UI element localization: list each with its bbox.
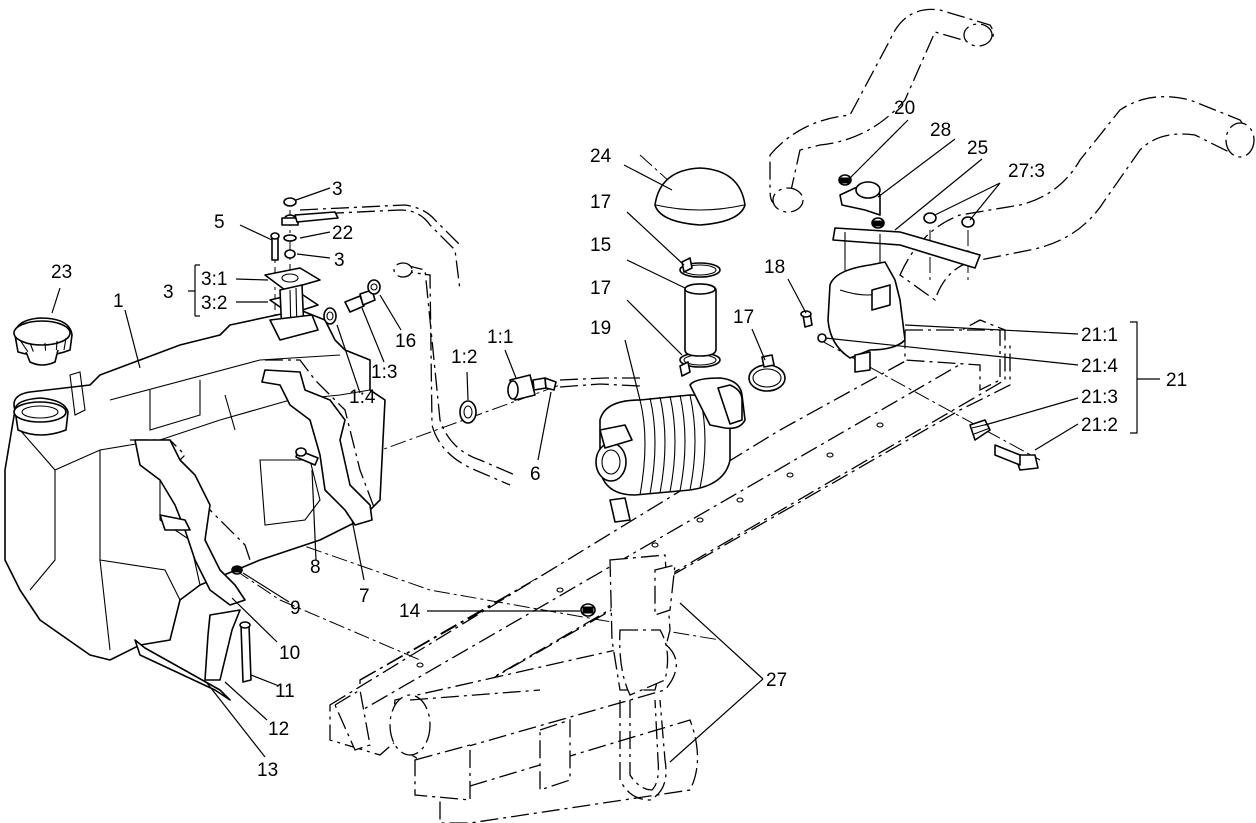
callout-27: 27	[766, 670, 787, 691]
callout-22: 22	[332, 223, 353, 244]
callout-21: 21	[1166, 370, 1187, 391]
callout-8: 8	[310, 557, 321, 578]
callout-23: 23	[51, 262, 72, 283]
callout-1-4: 1:4	[349, 387, 376, 408]
callout-6: 6	[530, 464, 541, 485]
bracket-21-2	[969, 419, 1039, 471]
callout-9: 9	[290, 598, 301, 619]
frame-holes	[416, 422, 884, 668]
callout-10: 10	[279, 643, 300, 664]
callout-3-2: 3:2	[201, 293, 227, 314]
air-cleaner-mount	[827, 261, 906, 373]
frame-rails	[329, 319, 1011, 823]
nut-14	[580, 603, 596, 617]
intake-tube	[684, 283, 717, 357]
nut-9	[231, 565, 243, 575]
leader-lines	[51, 119, 1160, 763]
callout-12: 12	[268, 719, 289, 740]
mount-plate	[832, 227, 981, 269]
tank-strap	[134, 439, 246, 606]
callout-3-mid: 3	[334, 250, 345, 271]
callout-16: 16	[395, 331, 416, 352]
callout-17-c: 17	[733, 307, 754, 328]
callout-13: 13	[257, 760, 278, 781]
callout-17-b: 17	[590, 278, 611, 299]
tank-fittings	[323, 279, 381, 325]
callout-labels: 3 5 22 3 3:1 3:2 3 23 1 16 1:3 1:4 1:2 1…	[51, 98, 1187, 781]
tank-bracket	[261, 369, 373, 526]
callout-11: 11	[275, 681, 295, 702]
callout-3-top: 3	[332, 179, 343, 200]
callout-21-4: 21:4	[1081, 356, 1118, 377]
callout-1-3: 1:3	[371, 362, 397, 383]
radiator-hoses	[769, 8, 1255, 302]
fuel-lines	[294, 204, 641, 486]
callout-21-1: 21:1	[1081, 325, 1118, 346]
callout-3-1: 3:1	[201, 269, 227, 290]
callout-21-3: 21:3	[1081, 387, 1118, 408]
callout-24: 24	[590, 146, 612, 167]
callout-3-group: 3	[163, 282, 174, 303]
callout-20: 20	[894, 98, 915, 119]
callout-17-a: 17	[590, 192, 611, 213]
bolt-8	[295, 447, 319, 466]
precleaner-cap	[654, 167, 746, 226]
callout-1-2: 1:2	[451, 347, 477, 368]
fuel-cap	[13, 317, 73, 366]
callout-14: 14	[399, 601, 421, 622]
bracket-28	[839, 181, 881, 216]
callout-27-3: 27:3	[1008, 161, 1045, 182]
callout-18: 18	[764, 257, 785, 278]
callout-28: 28	[930, 120, 951, 141]
exhaust-bracket	[609, 554, 676, 801]
callout-15: 15	[590, 235, 611, 256]
callout-1-1: 1:1	[487, 327, 513, 348]
callout-25: 25	[967, 138, 988, 159]
callout-7: 7	[359, 586, 370, 607]
strap-hardware	[134, 609, 252, 701]
callout-19: 19	[590, 318, 611, 339]
fuel-filter-parts	[459, 374, 557, 424]
sender-assembly	[264, 197, 339, 341]
hose-clamps	[679, 257, 786, 392]
air-cleaner	[595, 377, 746, 523]
callout-21-2: 21:2	[1081, 415, 1118, 436]
mount-bolts	[800, 174, 975, 343]
callout-1: 1	[113, 291, 124, 312]
callout-5: 5	[214, 212, 225, 233]
